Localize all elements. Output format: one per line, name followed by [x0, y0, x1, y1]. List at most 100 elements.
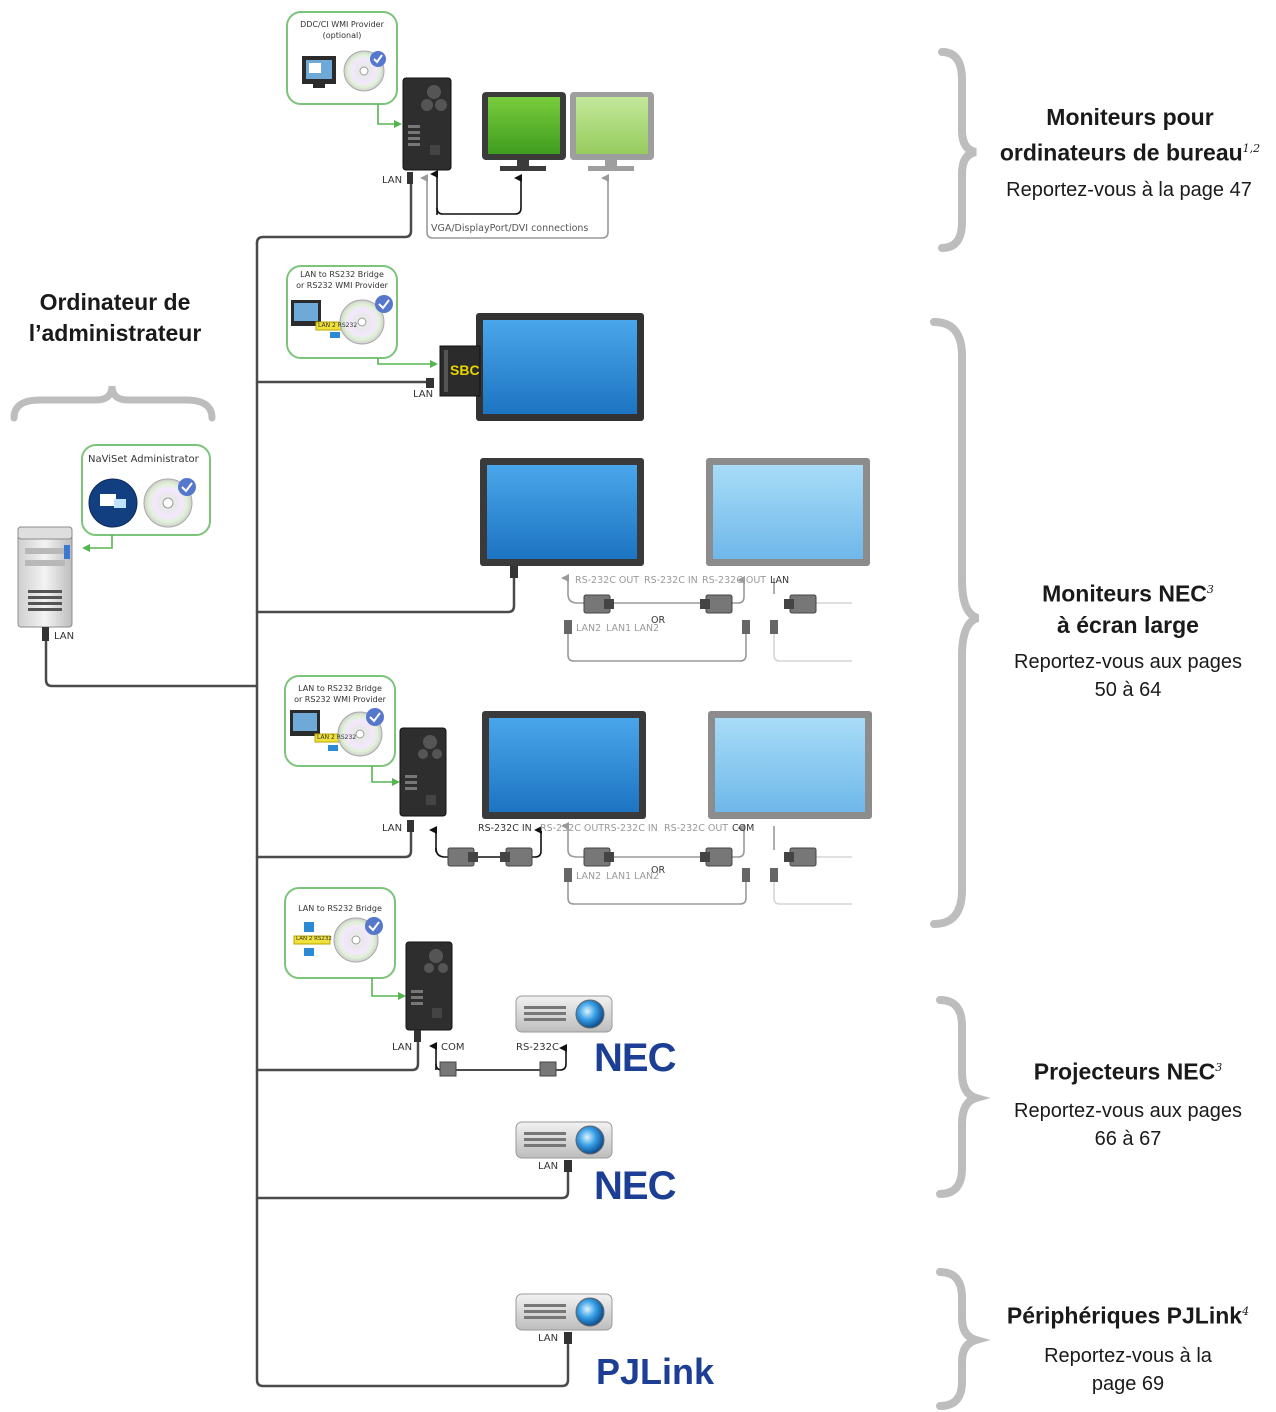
sbc-bridge-bubble — [286, 265, 438, 368]
wide-pc-or-label: OR — [651, 865, 666, 876]
lan-plug-icon — [407, 172, 413, 184]
wide-pc-rs232-out-1: RS-232C OUT — [540, 823, 605, 834]
bridge-chip-icon — [293, 935, 331, 945]
desktop-monitor-green — [482, 92, 566, 171]
pjlink-logo: PJLink — [596, 1351, 715, 1392]
proj1-com-label: COM — [441, 1042, 465, 1053]
desktop-provider-line1: DDC/CI WMI Provider — [300, 20, 384, 29]
wide-lan-lan-label: LAN — [770, 575, 790, 586]
wide-pc-monitor-2 — [708, 711, 872, 819]
desktop-provider-bubble — [286, 11, 402, 128]
lan-plug-icon — [770, 868, 778, 882]
projectors-section-title: Projecteurs NEC3 — [980, 1052, 1276, 1088]
wide-lan-monitor-1 — [480, 458, 644, 566]
lan-plug-icon — [510, 566, 518, 578]
wide-lan-rs232-out-2: RS-232C OUT — [702, 575, 767, 586]
projectors-section-ref-line2: 66 à 67 — [1094, 1128, 1162, 1150]
wide-pc-lan2-b: LAN2 — [634, 871, 660, 882]
desktop-section-ref: Reportez-vous à la page 47 — [1006, 179, 1252, 201]
projectors-brace-icon — [936, 996, 991, 1198]
sbc-module-label: SBC — [450, 362, 480, 378]
wide-section-title: Moniteurs NEC3 à écran large — [980, 574, 1276, 641]
lan-plug-icon — [564, 620, 572, 634]
lan-plug-icon — [742, 868, 750, 882]
sbc-wide-monitor — [439, 313, 644, 421]
db9-connector-icon — [447, 847, 817, 867]
desktop-provider-line2: (optional) — [322, 30, 362, 40]
lan-plug-icon — [742, 620, 750, 634]
desktop-brace-icon — [938, 48, 977, 252]
projectors-section-title-text: Projecteurs NEC — [1033, 1058, 1216, 1085]
desktop-tower-pc-icon — [402, 77, 452, 171]
lan-backbone — [44, 178, 570, 1388]
admin-lan-label: LAN — [54, 631, 75, 642]
admin-title-line1: Ordinateur de — [39, 289, 191, 315]
wide-lan-lan2-b: LAN2 — [634, 623, 660, 634]
wide-pc-lan1: LAN1 — [606, 871, 632, 882]
small-monitor-icon — [290, 710, 320, 736]
db9-connector-icon — [583, 594, 817, 614]
wide-pc-lan-label: LAN — [382, 823, 403, 834]
pjlink-section-ref-line2: page 69 — [1091, 1373, 1165, 1395]
proj-bridge-label: LAN to RS232 Bridge — [298, 904, 382, 913]
wide-pc-lan2-a: LAN2 — [576, 871, 602, 882]
admin-title: Ordinateur de l’administrateur — [10, 287, 220, 349]
admin-software-bubble — [81, 444, 211, 552]
wide-brace-icon — [930, 318, 980, 928]
projectors-section-footnote: 3 — [1215, 1061, 1223, 1074]
projector-icon — [515, 1293, 613, 1331]
wide-lan-lan1: LAN1 — [606, 623, 632, 634]
desktop-lan-label: LAN — [382, 175, 403, 186]
projectors-section-ref-line1: Reportez-vous aux pages — [1014, 1100, 1242, 1122]
admin-software-label: NaViSet Administrator — [88, 454, 199, 465]
desktop-connections-label: VGA/DisplayPort/DVI connections — [430, 223, 590, 234]
admin-title-line2: l’administrateur — [28, 320, 202, 346]
nec-logo-1: NEC — [594, 1036, 676, 1080]
pjlink-section-title-text: Périphériques PJLink — [1006, 1302, 1243, 1329]
proj1-rs232-label: RS-232C — [516, 1042, 559, 1053]
sbc-bridge-line1: LAN to RS232 Bridge — [300, 270, 384, 279]
wide-pc-tower-icon — [399, 727, 447, 817]
projector-icon — [515, 995, 613, 1033]
nec-logo-2: NEC — [594, 1164, 676, 1208]
wide-section-title-line1: Moniteurs NEC — [1042, 580, 1207, 607]
pjlink-brace-icon — [936, 1268, 991, 1410]
db9-connector-icon — [539, 1061, 557, 1077]
pjlink-section-footnote: 4 — [1242, 1305, 1250, 1318]
lan-plug-icon — [770, 620, 778, 634]
wide-pc-rs232-in-2: RS-232C IN — [604, 823, 658, 834]
wide-section-ref-line2: 50 à 64 — [1094, 679, 1162, 701]
pjlink-section-ref: Reportez-vous à la page 69 — [980, 1342, 1276, 1398]
wide-pc-rs232-in-1: RS-232C IN — [478, 823, 532, 834]
wide-pc-chip-label: LAN 2 RS232 — [317, 734, 357, 741]
wide-pc-rs232-out-2: RS-232C OUT — [664, 823, 729, 834]
wide-pc-com-label: COM — [732, 823, 755, 834]
lan-plug-icon — [564, 1332, 572, 1344]
lan-plug-icon — [564, 868, 572, 882]
desktop-monitor-light-green — [570, 92, 654, 171]
small-monitor-icon — [302, 56, 336, 88]
admin-server-icon — [17, 526, 73, 641]
lan-plug-icon — [426, 378, 434, 388]
pjlink-section-ref-line1: Reportez-vous à la — [1044, 1345, 1212, 1367]
projector-icon — [515, 1121, 613, 1159]
wide-lan-monitor-2 — [706, 458, 870, 566]
sbc-chip-label: LAN 2 RS232 — [318, 322, 358, 329]
projectors-section-ref: Reportez-vous aux pages 66 à 67 — [980, 1097, 1276, 1153]
wide-section-ref: Reportez-vous aux pages 50 à 64 — [980, 648, 1276, 704]
wide-lan-lan2-a: LAN2 — [576, 623, 602, 634]
pjlink-section-title: Périphériques PJLink4 — [980, 1296, 1276, 1332]
wide-pc-bridge-bubble — [284, 675, 400, 786]
desktop-section-footnote: 1,2 — [1242, 142, 1261, 155]
sbc-lan-label: LAN — [413, 389, 434, 400]
proj-pc-tower-icon — [405, 941, 453, 1031]
sbc-bridge-line2: or RS232 WMI Provider — [296, 280, 388, 290]
lan-plug-icon — [414, 1030, 421, 1042]
lan-plug-icon — [564, 1160, 572, 1172]
lan-plug-icon — [407, 820, 414, 832]
desktop-section-title-line1: Moniteurs pour — [1046, 104, 1214, 130]
sbc-bridge-label: LAN to RS232 Bridge or RS232 WMI Provide… — [290, 270, 394, 292]
wide-lan-or-label: OR — [651, 615, 666, 626]
wide-section-ref-line1: Reportez-vous aux pages — [1014, 651, 1242, 673]
